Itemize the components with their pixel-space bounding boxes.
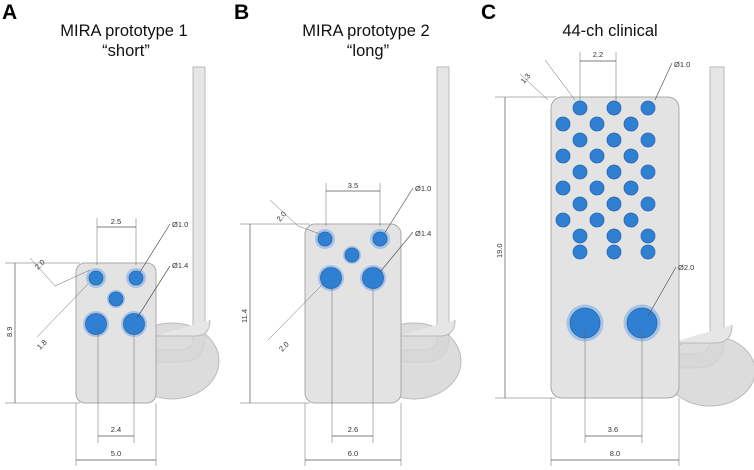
- panel-b-top-pitch: 3.5: [348, 181, 358, 190]
- panel-a-label: A: [2, 1, 17, 24]
- panel-c-electrode: [606, 228, 622, 244]
- panel-c-electrode: [606, 244, 622, 260]
- panel-b-diag-top: 2.0: [275, 210, 289, 224]
- panel-c-electrode: [640, 196, 656, 212]
- panel-a-diameter-small: Ø1.0: [172, 220, 188, 229]
- panel-b-label: B: [234, 1, 249, 24]
- panel-b-diameter-large: Ø1.4: [415, 229, 431, 238]
- panel-a-electrode: [88, 270, 104, 286]
- panel-c-electrode: [640, 228, 656, 244]
- panel-b-electrode: [317, 231, 333, 247]
- panel-c-electrode: [572, 196, 588, 212]
- panel-a-electrode: [108, 291, 124, 307]
- panel-c: C 44-ch clinical 2.2 1.3 Ø1.0 Ø2.0 19.0 …: [481, 1, 754, 466]
- panel-a-diag-bottom: 1.8: [35, 338, 49, 352]
- panel-c-electrode: [589, 116, 605, 132]
- panel-c-electrode: [623, 180, 639, 196]
- panel-a-height: 8.9: [5, 327, 14, 337]
- panel-c-electrode: [640, 100, 656, 116]
- panel-c-label: C: [481, 1, 496, 24]
- panel-a-paddle: [75, 262, 157, 404]
- panel-c-electrode: [623, 212, 639, 228]
- panel-c-electrode: [555, 148, 571, 164]
- panel-c-electrode: [589, 148, 605, 164]
- panel-b-title-line1: MIRA prototype 2: [302, 22, 429, 40]
- panel-a-electrode: [128, 270, 144, 286]
- panel-c-electrode: [640, 164, 656, 180]
- panel-a-top-pitch: 2.5: [111, 217, 121, 226]
- panel-a-bottom-pitch: 2.4: [111, 425, 121, 434]
- panel-c-electrode: [572, 228, 588, 244]
- panel-c-electrode: [572, 132, 588, 148]
- panel-c-electrode: [623, 116, 639, 132]
- panel-c-bottom-pitch: 3.6: [608, 425, 618, 434]
- panel-c-electrode: [572, 100, 588, 116]
- panel-c-diameter-large: Ø2.0: [678, 263, 694, 272]
- panel-c-top-pitch: 2.2: [593, 50, 603, 59]
- panel-c-electrode: [606, 132, 622, 148]
- panel-c-wire-bend: [670, 324, 733, 344]
- panel-c-electrode: [640, 244, 656, 260]
- panel-c-electrode: [555, 212, 571, 228]
- panel-c-title-line1: 44-ch clinical: [562, 22, 657, 40]
- panel-c-electrode: [572, 164, 588, 180]
- panel-a-title-line2: “short”: [102, 42, 150, 60]
- panel-b-electrode: [320, 267, 342, 289]
- panel-c-electrode: [589, 212, 605, 228]
- panel-c-electrode: [640, 132, 656, 148]
- panel-b-wire-bend: [398, 319, 456, 337]
- panel-a: A MIRA prototype 1 “short” 2.5 Ø1.0 Ø1.4…: [2, 1, 220, 466]
- panel-b-height: 11.4: [240, 309, 249, 323]
- panel-c-electrode: [606, 196, 622, 212]
- panel-a-wire-bend: [155, 319, 211, 337]
- panel-c-electrode: [623, 148, 639, 164]
- panel-b-diameter-small: Ø1.0: [415, 184, 431, 193]
- panel-b-electrode: [372, 231, 388, 247]
- panel-c-electrode: [606, 100, 622, 116]
- panel-c-electrode: [589, 180, 605, 196]
- panel-b-diag-bottom: 2.0: [277, 340, 291, 354]
- panel-c-width: 8.0: [610, 449, 620, 458]
- panel-c-electrode: [606, 164, 622, 180]
- panel-b: B MIRA prototype 2 “long” 3.5 Ø1.0 Ø1.4 …: [234, 1, 462, 466]
- panel-c-electrode: [555, 116, 571, 132]
- panel-b-electrode: [344, 247, 360, 263]
- panel-b-title-line2: “long”: [347, 42, 389, 60]
- panel-c-electrode: [572, 244, 588, 260]
- panel-c-diameter-small: Ø1.0: [674, 60, 690, 69]
- panel-a-title-line1: MIRA prototype 1: [60, 22, 187, 40]
- panel-a-diag-top: 2.0: [33, 258, 47, 272]
- panel-c-electrode-grid: [555, 100, 656, 260]
- panel-c-height: 19.0: [495, 243, 504, 258]
- panel-b-bottom-pitch: 2.6: [348, 425, 358, 434]
- panel-a-width: 5.0: [111, 449, 121, 458]
- panel-b-width: 6.0: [348, 449, 358, 458]
- panel-c-electrode: [555, 180, 571, 196]
- panel-a-diameter-large: Ø1.4: [172, 261, 188, 270]
- panel-a-electrode: [85, 313, 107, 335]
